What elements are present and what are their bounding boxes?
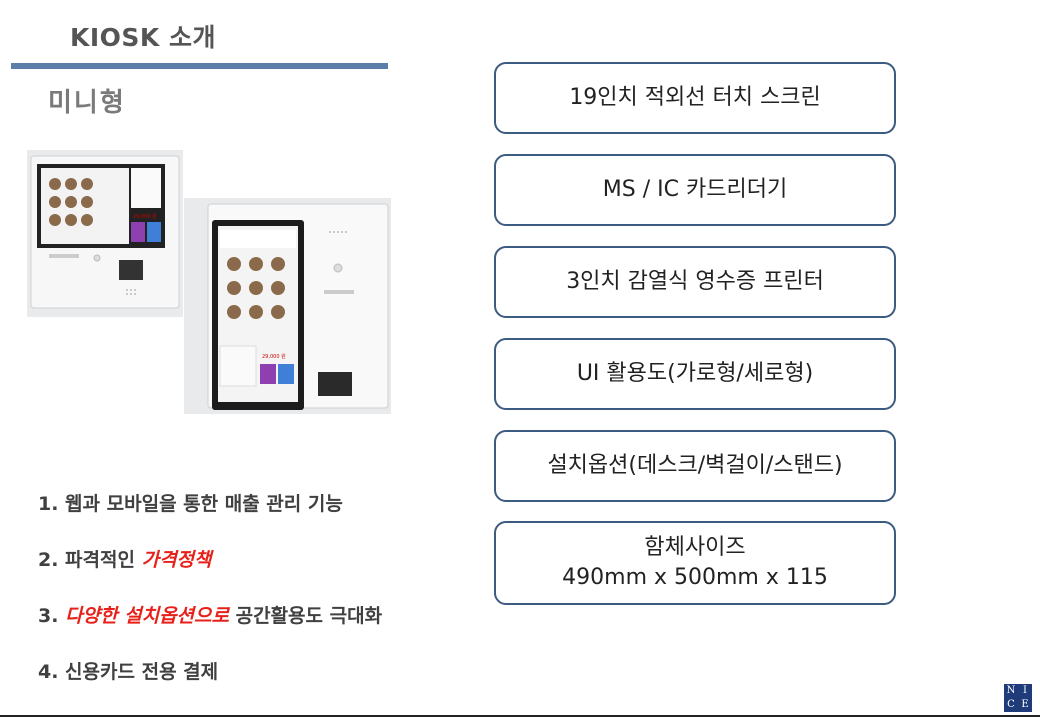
kiosk-photo-portrait: 29,000 원	[184, 198, 391, 414]
spec-label: 3인치 감열식 영수증 프린터	[566, 269, 824, 294]
feature-text: 2. 파격적인	[38, 549, 142, 571]
page-subtitle: 미니형	[48, 88, 126, 118]
spec-value: 490mm x 500mm x 115	[562, 565, 828, 590]
feature-item-3: 3. 다양한 설치옵션으로 공간활용도 극대화	[38, 601, 382, 628]
spec-box-touchscreen: 19인치 적외선 터치 스크린	[494, 62, 896, 134]
logo-letter: N	[1006, 685, 1016, 696]
logo-letter: C	[1007, 699, 1015, 710]
spec-label: UI 활용도(가로형/세로형)	[576, 361, 814, 386]
logo-letter: E	[1021, 699, 1029, 710]
spec-label: MS / IC 카드리더기	[602, 177, 788, 202]
spec-label: 함체사이즈	[644, 535, 746, 560]
feature-highlight: 다양한 설치옵션으로	[65, 605, 229, 627]
feature-item-4: 4. 신용카드 전용 결제	[38, 657, 218, 684]
spec-label: 19인치 적외선 터치 스크린	[569, 85, 821, 110]
feature-text: 4. 신용카드 전용 결제	[38, 661, 219, 683]
feature-text: 3.	[38, 605, 66, 627]
spec-box-ui: UI 활용도(가로형/세로형)	[494, 338, 896, 410]
kiosk-portrait-illustration: 29,000 원	[207, 203, 389, 410]
title-underline	[11, 63, 388, 69]
kiosk-photo-landscape: 29,000 원	[27, 150, 183, 317]
spec-box-enclosure-size: 함체사이즈 490mm x 500mm x 115	[494, 521, 896, 605]
spec-box-printer: 3인치 감열식 영수증 프린터	[494, 246, 896, 318]
feature-text: 1. 웹과 모바일을 통한 매출 관리 기능	[38, 493, 343, 515]
logo-letter: I	[1023, 685, 1027, 696]
portrait-price: 29,000 원	[262, 353, 286, 360]
feature-text-suffix: 공간활용도 극대화	[229, 605, 383, 627]
feature-highlight: 가격정책	[141, 549, 212, 571]
spec-box-install-options: 설치옵션(데스크/벽걸이/스탠드)	[494, 430, 896, 502]
landscape-price: 29,000 원	[133, 213, 157, 220]
page-title: KIOSK 소개	[70, 23, 217, 52]
kiosk-landscape-illustration: 29,000 원	[30, 155, 180, 309]
spec-box-card-reader: MS / IC 카드리더기	[494, 154, 896, 226]
feature-item-1: 1. 웹과 모바일을 통한 매출 관리 기능	[38, 489, 343, 516]
feature-item-2: 2. 파격적인 가격정책	[38, 545, 212, 572]
footer-divider	[0, 715, 1040, 717]
spec-label: 설치옵션(데스크/벽걸이/스탠드)	[547, 453, 843, 478]
nice-logo: N I C E	[1004, 684, 1032, 712]
